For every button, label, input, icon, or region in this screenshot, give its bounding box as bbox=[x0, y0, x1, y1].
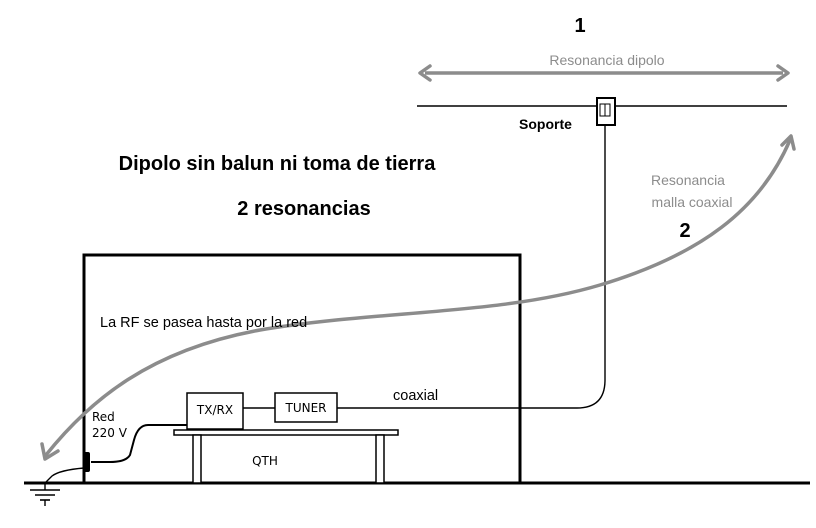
txrx-box bbox=[186, 392, 244, 430]
rf-note: La RF se pasea hasta por la red bbox=[100, 315, 307, 331]
resonance-2-label-line1: Resonancia bbox=[651, 172, 725, 188]
resonance-2-number: 2 bbox=[679, 220, 690, 242]
ground-symbol-icon bbox=[30, 489, 60, 506]
ground-wire bbox=[44, 467, 85, 490]
insulator-icon bbox=[596, 97, 616, 126]
resonance-2-arrow bbox=[40, 134, 796, 461]
plug-icon bbox=[83, 452, 90, 472]
qth-label: QTH bbox=[252, 454, 278, 468]
resonance-1-arrow bbox=[418, 64, 790, 82]
txrx-label: TX/RX bbox=[196, 403, 233, 417]
diagram-title: Dipolo sin balun ni toma de tierra bbox=[119, 153, 437, 175]
mains-label-line2: 220 V bbox=[92, 426, 128, 440]
mains-label-line1: Red bbox=[92, 410, 115, 424]
tuner-box bbox=[274, 392, 338, 423]
coax-feedline bbox=[337, 125, 606, 409]
tuner-label: TUNER bbox=[284, 401, 326, 415]
support-label: Soporte bbox=[519, 116, 572, 132]
house-outline bbox=[82, 253, 522, 485]
desk bbox=[173, 429, 399, 484]
mains-cable bbox=[91, 424, 187, 463]
resonance-2-label-line2: malla coaxial bbox=[652, 194, 733, 210]
resonance-1-label: Resonancia dipolo bbox=[549, 52, 664, 68]
coax-label: coaxial bbox=[393, 388, 438, 404]
diagram-subtitle: 2 resonancias bbox=[237, 198, 370, 220]
resonance-1-number: 1 bbox=[574, 15, 585, 37]
